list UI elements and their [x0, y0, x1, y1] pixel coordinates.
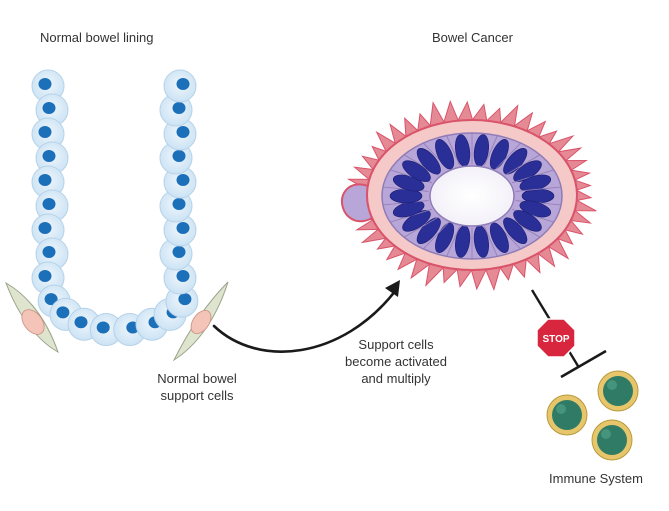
bowel-cancer-tumor — [340, 99, 597, 292]
stop-sign-icon: STOP — [536, 318, 576, 358]
activated-line-3: and multiply — [361, 371, 431, 386]
normal-bowel-lining-crypt — [31, 69, 199, 347]
immune-cell-2 — [597, 370, 639, 412]
stop-sign-label: STOP — [542, 334, 569, 345]
epithelial-cell — [89, 313, 123, 347]
bowel-cancer-title: Bowel Cancer — [432, 30, 513, 45]
normal-bowel-lining-title: Normal bowel lining — [40, 30, 154, 45]
activation-arrow — [212, 280, 400, 353]
normal-support-cell-right — [172, 281, 229, 362]
cancer-cell — [416, 148, 441, 175]
immune-cell-1 — [546, 394, 588, 436]
cancer-cell — [402, 160, 431, 182]
cancer-cell — [489, 139, 509, 170]
cancer-cell — [513, 210, 542, 232]
cancer-cells — [382, 133, 562, 259]
cancer-cell — [435, 139, 455, 170]
cancer-cell — [503, 217, 528, 244]
immune-cell-3 — [591, 419, 633, 461]
normal-support-cells-label: Normal bowel support cells — [146, 370, 248, 404]
cancer-cell — [489, 222, 509, 253]
cancer-cell — [519, 174, 552, 192]
immune-system-label: Immune System — [549, 471, 643, 486]
tumor-lumen — [429, 165, 515, 227]
normal-support-line-2: support cells — [160, 388, 234, 403]
activated-line-2: become activated — [345, 354, 447, 369]
normal-support-cell-left — [5, 281, 59, 354]
activated-support-cells-label: Support cells become activated and multi… — [336, 336, 456, 387]
activated-line-1: Support cells — [358, 337, 434, 352]
cancer-cell — [435, 222, 455, 253]
epithelial-cell — [163, 69, 197, 103]
normal-support-line-1: Normal bowel — [157, 371, 237, 386]
